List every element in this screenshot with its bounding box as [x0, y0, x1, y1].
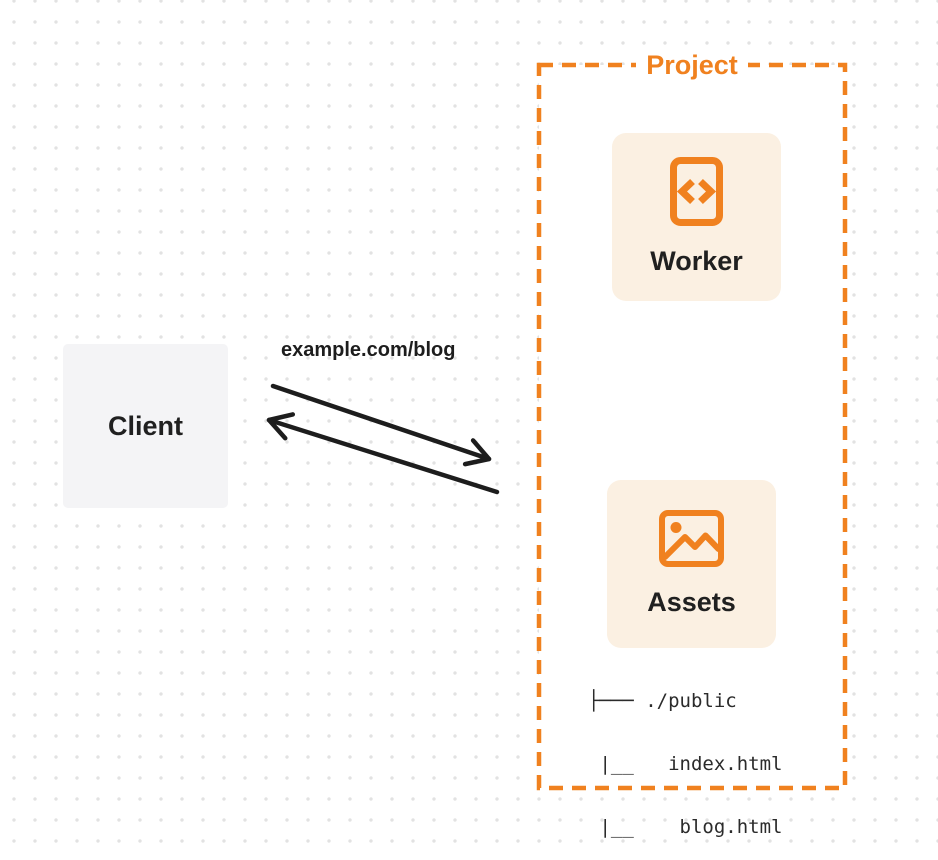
- worker-label: Worker: [650, 246, 743, 276]
- file-tree-line-index: |__ index.html: [588, 753, 783, 775]
- request-url-label: example.com/blog: [281, 339, 456, 361]
- file-tree-line-blog: |__ blog.html: [588, 816, 783, 838]
- request-arrow: [270, 383, 492, 467]
- image-icon: [659, 510, 724, 567]
- file-tree-line-public: ├─── ./public: [588, 690, 737, 712]
- response-arrow: [266, 412, 500, 495]
- assets-node: Assets: [607, 480, 776, 648]
- client-node: Client: [63, 344, 228, 508]
- worker-node: Worker: [612, 133, 781, 301]
- assets-file-tree: ├─── ./public |__ index.html |__ blog.ht…: [588, 649, 782, 860]
- project-group-label-row: Project: [539, 49, 845, 86]
- assets-label: Assets: [647, 587, 736, 617]
- code-file-icon: [670, 157, 723, 226]
- project-group-label: Project: [636, 49, 748, 81]
- client-label: Client: [107, 410, 183, 441]
